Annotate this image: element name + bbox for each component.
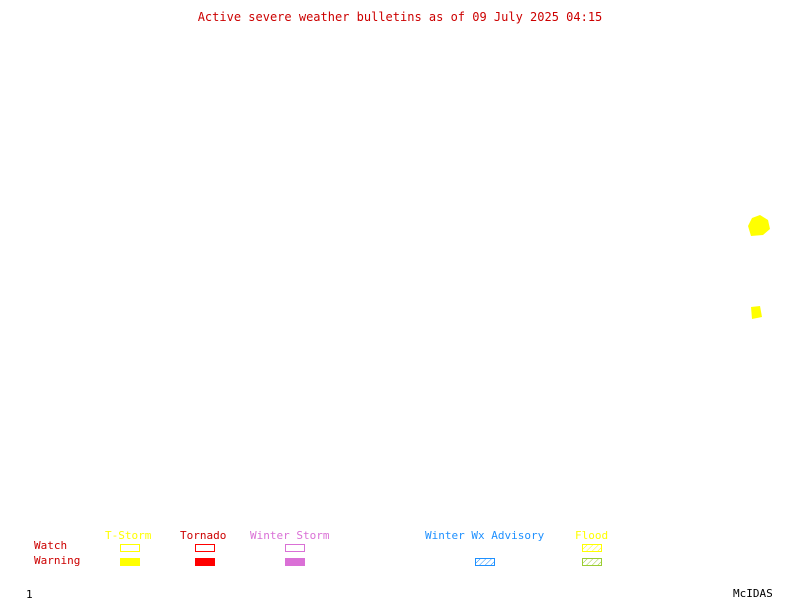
winter-storm-watch-swatch (285, 544, 305, 552)
tstorm-warning-polygon[interactable] (751, 306, 762, 319)
winter-wx-advisory-swatch (475, 558, 495, 566)
tstorm-warning-swatch (120, 558, 140, 566)
mcidas-credit: McIDAS (733, 587, 773, 600)
frame-number: 1 (26, 588, 33, 601)
map-title: Active severe weather bulletins as of 09… (197, 10, 603, 24)
legend-winter-wx-advisory-label: Winter Wx Advisory (425, 529, 545, 542)
tstorm-watch-swatch (120, 544, 140, 552)
legend-watch-label: Watch (34, 539, 68, 552)
legend-tstorm-label: T-Storm (105, 529, 152, 542)
winter-storm-warning-swatch (285, 558, 305, 566)
tornado-watch-swatch (195, 544, 215, 552)
flood-watch-swatch (582, 544, 602, 552)
flood-warning-swatch (582, 558, 602, 566)
tstorm-warning-polygon[interactable] (748, 215, 770, 236)
tornado-warning-swatch (195, 558, 215, 566)
legend-warning-label: Warning (34, 554, 81, 567)
legend-tornado-label: Tornado (180, 529, 227, 542)
legend-winter-storm-label: Winter Storm (250, 529, 330, 542)
legend-flood-label: Flood (575, 529, 609, 542)
